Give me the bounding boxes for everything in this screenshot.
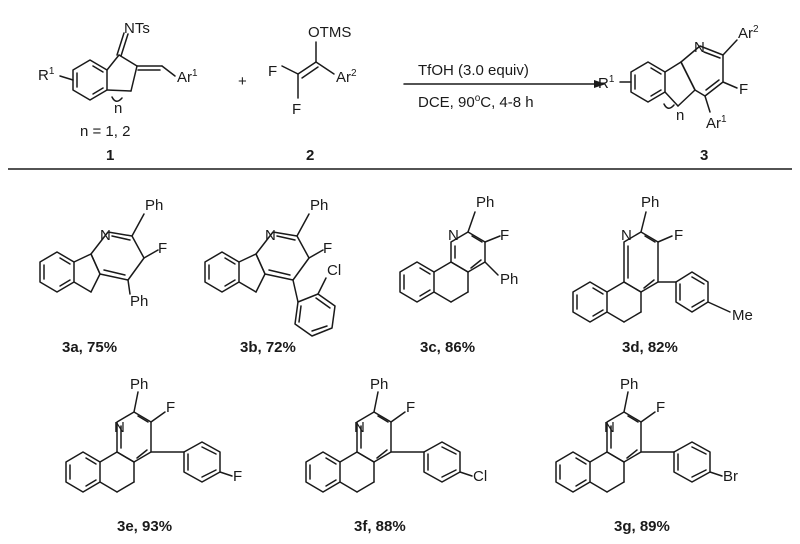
compound-label-3a: 3a, 75% (62, 339, 117, 356)
ring-index-n: n (114, 100, 122, 117)
compound-label-3c: 3c, 86% (420, 339, 475, 356)
pyridine-nitrogen: N (604, 419, 615, 436)
chloro-label: Cl (327, 262, 341, 279)
reaction-arrow (403, 80, 606, 88)
chloro-label: Cl (473, 468, 487, 485)
phenyl-label: Ph (476, 194, 494, 211)
fluoro-substituent-label: F (233, 468, 242, 485)
substituent-r1: R1 (38, 66, 55, 84)
aryl-1-label: Ar1 (177, 68, 198, 86)
product-benzene (630, 61, 666, 103)
pyridine-nitrogen: N (448, 227, 459, 244)
pyridine-nitrogen: N (265, 227, 276, 244)
methyl-label: Me (732, 307, 753, 324)
pyridine-nitrogen: N (694, 39, 705, 56)
product-3: N Ar2 F Ar1 R1 n 3 (598, 24, 759, 164)
reagent-1: NTs R1 Ar1 n n = 1, 2 1 (38, 20, 198, 164)
phenyl-label: Ph (130, 293, 148, 310)
fluorine-label: F (739, 81, 748, 98)
compound-3e: N Ph F F 3e, 93% (65, 376, 242, 535)
compound-3a: N Ph F Ph 3a, 75% (39, 197, 167, 356)
reagent-1-benzene (72, 59, 108, 101)
substituent-r1: R1 (598, 74, 615, 92)
solvent-conditions: DCE, 90oC, 4-8 h (418, 93, 534, 111)
aryl-2-label: Ar2 (336, 68, 357, 86)
fluorine-label: F (292, 101, 301, 118)
fluorine-label: F (268, 63, 277, 80)
plus-sign: + (238, 73, 247, 90)
compound-number-1: 1 (106, 147, 114, 164)
compound-3d: N Ph F Me 3d, 82% (572, 194, 753, 356)
aryl-1-label: Ar1 (706, 114, 727, 132)
compound-label-3b: 3b, 72% (240, 339, 296, 356)
fluorine-label: F (166, 399, 175, 416)
pyridine-nitrogen: N (114, 419, 125, 436)
phenyl-label: Ph (500, 271, 518, 288)
fluorine-label: F (406, 399, 415, 416)
pyridine-nitrogen: N (100, 227, 111, 244)
n-range-note: n = 1, 2 (80, 123, 130, 140)
pyridine-nitrogen: N (354, 419, 365, 436)
compound-label-3g: 3g, 89% (614, 518, 670, 535)
fluorine-label: F (500, 227, 509, 244)
pyridine-nitrogen: N (621, 227, 632, 244)
compound-number-2: 2 (306, 147, 314, 164)
compound-label-3f: 3f, 88% (354, 518, 406, 535)
bromo-label: Br (723, 468, 738, 485)
aryl-ring (675, 271, 709, 313)
phenyl-label: Ph (620, 376, 638, 393)
phenyl-label: Ph (641, 194, 659, 211)
phenyl-label: Ph (145, 197, 163, 214)
phenyl-label: Ph (310, 197, 328, 214)
phenyl-label: Ph (130, 376, 148, 393)
compound-3g: N Ph F Br 3g, 89% (555, 376, 738, 535)
reagent-2: OTMS F F Ar2 2 (268, 24, 357, 164)
fluorine-label: F (158, 240, 167, 257)
aryl-ring (423, 441, 461, 483)
imine-label: NTs (124, 20, 150, 37)
compound-label-3e: 3e, 93% (117, 518, 172, 535)
fluorine-label: F (323, 240, 332, 257)
ring-index-n: n (676, 107, 684, 124)
aryl-2-label: Ar2 (738, 24, 759, 42)
aryl-ring (183, 441, 221, 483)
aryl-ring (673, 441, 711, 483)
compound-3c: N Ph F Ph 3c, 86% (399, 194, 518, 356)
phenyl-label: Ph (370, 376, 388, 393)
silyl-ether-label: OTMS (308, 24, 351, 41)
compound-number-3: 3 (700, 147, 708, 164)
fluorine-label: F (674, 227, 683, 244)
reagent-conditions: TfOH (3.0 equiv) (418, 62, 529, 79)
compound-3f: N Ph F Cl 3f, 88% (305, 376, 487, 535)
fluorine-label: F (656, 399, 665, 416)
compound-3b: N Ph F Cl 3b, 72% (204, 197, 341, 356)
compound-label-3d: 3d, 82% (622, 339, 678, 356)
